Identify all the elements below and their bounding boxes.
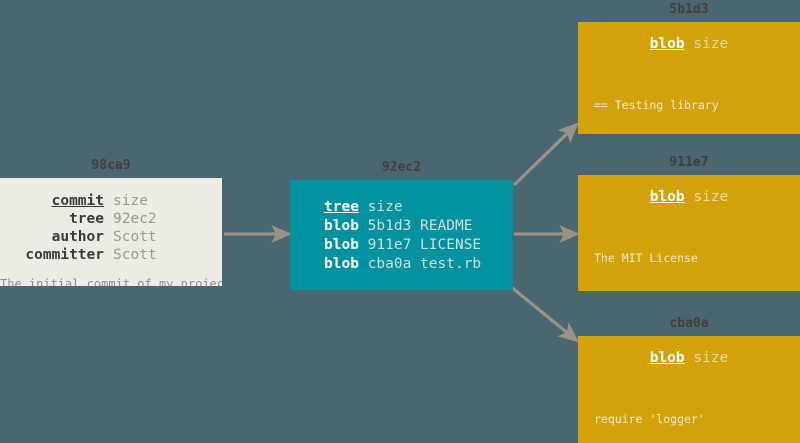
blob-title-row: blob size	[578, 336, 800, 366]
blob-hash-label: 911e7	[669, 155, 709, 170]
tree-entry-hash: cba0a	[367, 256, 412, 272]
tree-entry-type: blob	[324, 218, 359, 234]
commit-size-label: size	[113, 193, 148, 209]
commit-message: The initial commit of my project	[0, 277, 222, 286]
blob-box: blob size The MIT License Copyright (c) …	[578, 175, 800, 291]
blob-content-line: The MIT License	[594, 251, 698, 265]
blob-size-label: size	[693, 36, 729, 52]
blob-title-row: blob size	[578, 22, 800, 52]
commit-field-value: Scott	[113, 229, 157, 245]
tree-entry-type: blob	[324, 237, 359, 253]
tree-entry-name: LICENSE	[420, 237, 482, 253]
arrow-tree-to-blob-cba0a	[508, 284, 579, 343]
blob-node-cba0a[interactable]: cba0a blob size require 'logger' require…	[578, 316, 800, 443]
blob-hash-label: cba0a	[669, 316, 709, 331]
blob-box: blob size require 'logger' require 'test…	[578, 336, 800, 443]
tree-entry-row: blob 911e7 LICENSE	[324, 236, 513, 255]
blob-title-row: blob size	[578, 175, 800, 205]
blob-type-label: blob	[649, 189, 685, 205]
blob-type-label: blob	[649, 350, 685, 366]
tree-node[interactable]: 92ec2 tree size blob 5b1d3 README blob 9…	[290, 160, 513, 290]
commit-fields: commit size tree 92ec2 author Scott comm…	[0, 178, 222, 264]
blob-node-911e7[interactable]: 911e7 blob size The MIT License Copyrigh…	[578, 155, 800, 291]
blob-node-5b1d3[interactable]: 5b1d3 blob size == Testing library This …	[578, 2, 800, 134]
blob-content-line: require 'logger'	[594, 412, 705, 426]
commit-field-key: tree	[69, 211, 104, 227]
tree-entry-hash: 5b1d3	[367, 218, 412, 234]
blob-size-label: size	[693, 189, 729, 205]
tree-hash-label: 92ec2	[381, 160, 422, 175]
tree-size-label: size	[367, 199, 403, 215]
commit-field-value: Scott	[113, 247, 157, 263]
blob-content: require 'logger' require 'test/unit' cla…	[578, 366, 800, 443]
arrow-tree-to-blob-5b1d3	[512, 122, 579, 187]
blob-hash-label: 5b1d3	[669, 2, 709, 17]
commit-type-label: commit	[51, 193, 104, 209]
commit-field-row: author Scott	[0, 228, 222, 246]
tree-entry-name: test.rb	[420, 256, 482, 272]
blob-box: blob size == Testing library This librar…	[578, 22, 800, 134]
tree-entry-name: README	[420, 218, 473, 234]
tree-entry-row: blob 5b1d3 README	[324, 217, 513, 236]
commit-field-key: author	[51, 229, 104, 245]
commit-field-value: 92ec2	[113, 211, 157, 227]
commit-field-row: tree 92ec2	[0, 210, 222, 228]
tree-entry-type: blob	[324, 256, 359, 272]
commit-node[interactable]: 98ca9 commit size tree 92ec2 author Scot…	[0, 158, 222, 286]
tree-entry-hash: 911e7	[367, 237, 412, 253]
commit-hash-label: 98ca9	[91, 158, 131, 173]
tree-type-label: tree	[324, 199, 359, 215]
commit-field-key: committer	[25, 247, 104, 263]
tree-box: tree size blob 5b1d3 README blob 911e7 L…	[290, 180, 513, 290]
commit-box: commit size tree 92ec2 author Scott comm…	[0, 178, 222, 286]
commit-type-row: commit size	[0, 192, 222, 210]
tree-entries: tree size blob 5b1d3 README blob 911e7 L…	[290, 180, 513, 274]
blob-content-line: == Testing library	[594, 98, 719, 112]
tree-entry-row: blob cba0a test.rb	[324, 255, 513, 274]
blob-size-label: size	[693, 350, 729, 366]
tree-type-row: tree size	[324, 198, 513, 217]
blob-type-label: blob	[649, 36, 685, 52]
blob-content: The MIT License Copyright (c) 2008 Scott…	[578, 205, 800, 291]
blob-content: == Testing library This library is used …	[578, 52, 800, 134]
commit-field-row: committer Scott	[0, 246, 222, 264]
